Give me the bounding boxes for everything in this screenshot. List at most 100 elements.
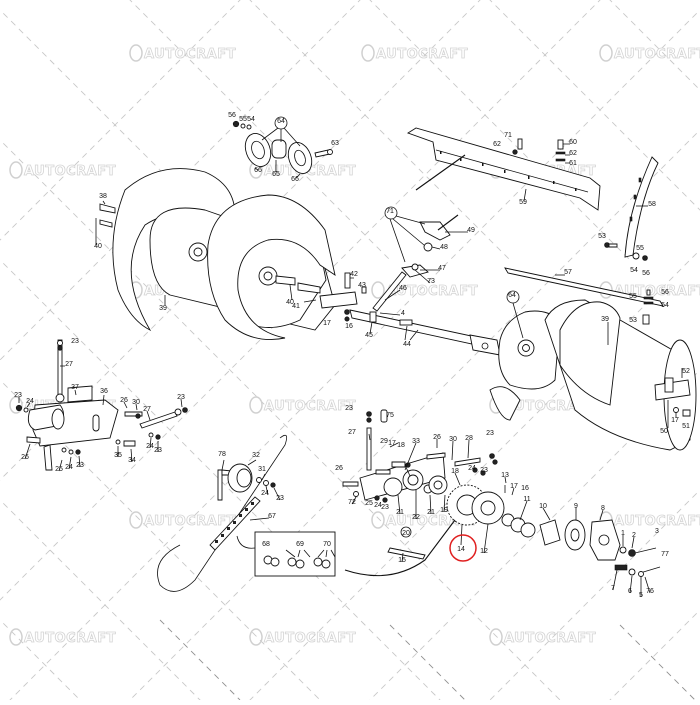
part-label-67: 67 [268, 513, 276, 520]
part-label-53: 53 [629, 317, 637, 324]
part-label-70: 70 [323, 541, 331, 548]
part-label-69: 69 [296, 541, 304, 548]
part-label-43: 43 [358, 282, 366, 289]
part-label-24: 24 [26, 398, 34, 405]
part-label-2: 2 [632, 532, 636, 539]
part-label-32: 32 [252, 452, 260, 459]
watermark-ring-icon [489, 628, 503, 646]
part-label-54: 54 [661, 302, 669, 309]
watermark-ring-icon [9, 396, 23, 414]
watermark-ring-icon [9, 161, 23, 179]
part-label-76: 76 [646, 588, 654, 595]
part-label-17: 17 [671, 417, 679, 424]
part-label-54: 54 [630, 267, 638, 274]
part-label-39: 39 [159, 305, 167, 312]
part-label-21: 21 [427, 509, 435, 516]
part-label-47: 47 [438, 265, 446, 272]
highlight-circle-part-14[interactable] [449, 534, 477, 562]
watermark-logo: AUTOCRAFT [129, 511, 236, 529]
part-label-75: 75 [386, 412, 394, 419]
part-label-52: 52 [682, 368, 690, 375]
part-label-22: 22 [412, 514, 420, 521]
part-label-48: 48 [440, 244, 448, 251]
part-label-66: 66 [254, 167, 262, 174]
part-label-30: 30 [132, 399, 140, 406]
watermark-text: AUTOCRAFT [264, 399, 356, 414]
part-label-16: 16 [521, 485, 529, 492]
part-label-29: 29 [380, 438, 388, 445]
watermark-logo: AUTOCRAFT [361, 44, 468, 62]
part-label-26: 26 [120, 397, 128, 404]
tine-hub-assembly [232, 116, 333, 179]
part-label-23: 23 [177, 394, 185, 401]
part-label-78: 78 [218, 451, 226, 458]
part-label-24: 24 [468, 465, 476, 472]
watermark-logo: AUTOCRAFT [129, 44, 236, 62]
part-label-56: 56 [228, 112, 236, 119]
watermark-text: AUTOCRAFT [614, 47, 700, 62]
watermark-logo: AUTOCRAFT [9, 628, 116, 646]
part-label-66: 66 [291, 176, 299, 183]
part-label-57: 57 [564, 269, 572, 276]
part-label-24: 24 [146, 443, 154, 450]
part-label-27: 27 [143, 406, 151, 413]
part-label-50: 50 [660, 428, 668, 435]
part-label-23: 23 [14, 392, 22, 399]
watermark-ring-icon [371, 281, 385, 299]
part-label-27: 27 [348, 429, 356, 436]
watermark-layer: AUTOCRAFT AUTOCRAFT AUTOCRAFT AUTOCRAFT AUTO… [9, 44, 700, 646]
watermark-text: AUTOCRAFT [144, 47, 236, 62]
part-label-24: 24 [261, 490, 269, 497]
watermark-ring-icon [129, 511, 143, 529]
part-label-25: 25 [55, 466, 63, 473]
part-label-23: 23 [480, 467, 488, 474]
part-label-8: 8 [601, 505, 605, 512]
part-label-45: 45 [365, 332, 373, 339]
part-label-71: 71 [386, 208, 394, 215]
watermark-logo: AUTOCRAFT [249, 396, 356, 414]
deflector-plate [406, 127, 601, 211]
part-label-23: 23 [276, 495, 284, 502]
right-tine-assembly [489, 290, 697, 451]
watermark-logo: AUTOCRAFT [599, 44, 700, 62]
watermark-logo: AUTOCRAFT [9, 161, 116, 179]
watermark-text: AUTOCRAFT [264, 631, 356, 646]
part-label-71: 71 [504, 132, 512, 139]
part-label-26: 26 [433, 434, 441, 441]
part-label-17: 17 [388, 440, 396, 447]
watermark-ring-icon [249, 628, 263, 646]
part-label-53: 53 [598, 233, 606, 240]
part-label-27: 27 [65, 361, 73, 368]
part-label-5: 5 [639, 592, 643, 599]
part-label-12: 12 [480, 548, 488, 555]
part-label-23: 23 [345, 405, 353, 412]
wear-strip [504, 267, 664, 325]
watermark-logo: AUTOCRAFT [249, 628, 356, 646]
part-label-44: 44 [403, 341, 411, 348]
part-label-36: 36 [100, 388, 108, 395]
part-label-62: 62 [569, 150, 577, 157]
part-label-77: 77 [661, 551, 669, 558]
part-label-39: 39 [601, 316, 609, 323]
part-label-23: 23 [381, 504, 389, 511]
part-label-46: 46 [399, 285, 407, 292]
part-label-60: 60 [569, 139, 577, 146]
part-label-17: 17 [323, 320, 331, 327]
part-label-23: 23 [76, 462, 84, 469]
part-label-23: 23 [486, 430, 494, 437]
part-label-37: 37 [71, 384, 79, 391]
part-label-16: 16 [345, 323, 353, 330]
watermark-ring-icon [361, 44, 375, 62]
part-label-4: 4 [401, 310, 405, 317]
watermark-logo: AUTOCRAFT [249, 161, 356, 179]
part-label-54: 54 [247, 116, 255, 123]
part-label-31: 31 [258, 466, 266, 473]
part-label-26: 26 [335, 465, 343, 472]
watermark-ring-icon [249, 396, 263, 414]
part-label-64: 64 [277, 118, 285, 125]
watermark-text: AUTOCRAFT [24, 631, 116, 646]
part-label-21: 21 [396, 509, 404, 516]
part-label-42: 42 [350, 271, 358, 278]
